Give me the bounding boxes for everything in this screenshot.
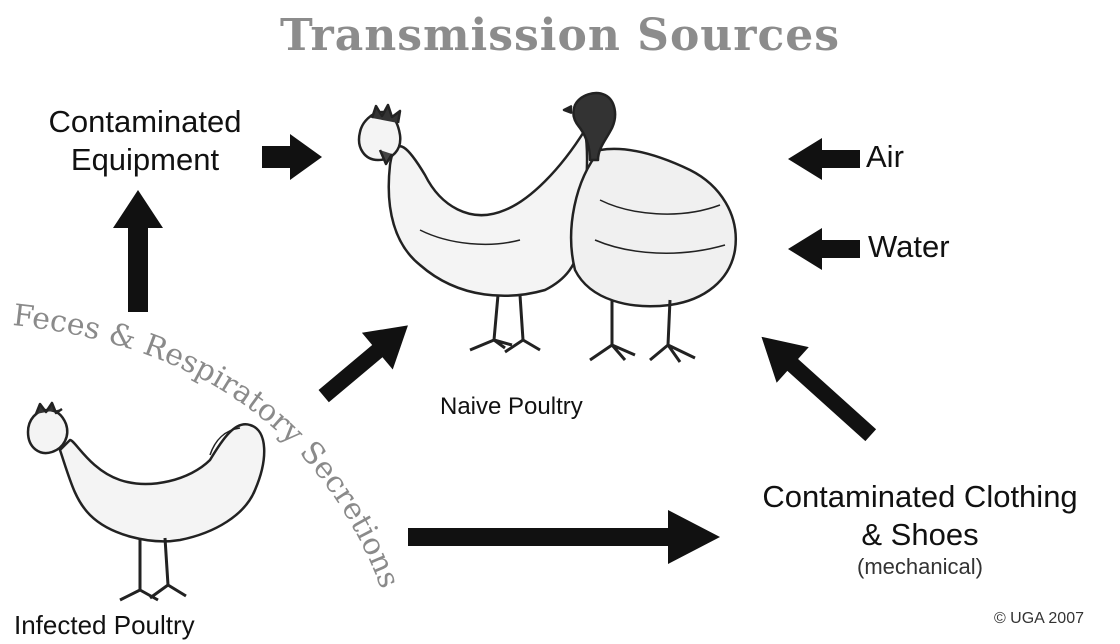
- naive-chicken-illustration: [359, 105, 587, 352]
- infected-hen-illustration: [28, 403, 264, 600]
- naive-turkey-illustration: [564, 93, 736, 362]
- arrow-air: [788, 138, 860, 180]
- arrow-infected-to-naive: [308, 307, 423, 414]
- arrow-equipment-to-naive: [262, 134, 322, 180]
- arrow-clothing-to-naive: [745, 319, 886, 453]
- arrow-water: [788, 228, 860, 270]
- arrow-infected-to-clothing: [408, 510, 720, 564]
- arrow-feces-to-equipment: [113, 190, 163, 312]
